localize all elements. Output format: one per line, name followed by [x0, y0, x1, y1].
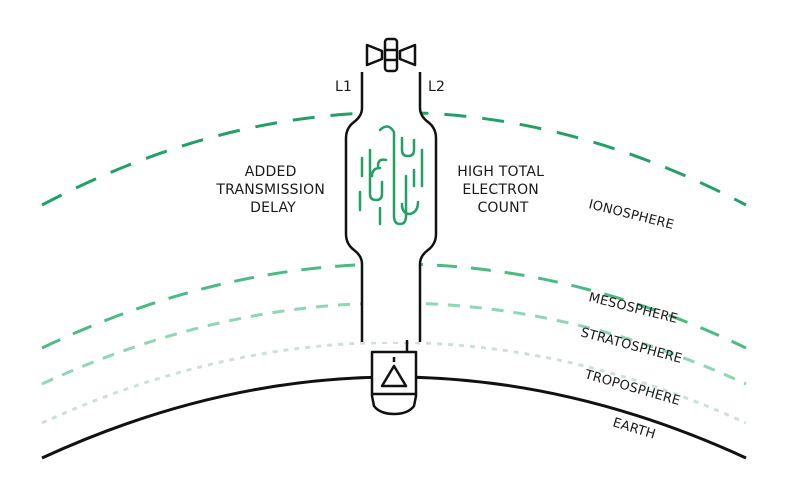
signal-path-right-edge — [418, 72, 438, 342]
mesosphere-arc — [41, 262, 747, 350]
label-l1: L1 — [335, 79, 352, 95]
label-l2: L2 — [428, 79, 445, 95]
layer-label-mesosphere: MESOSPHERE — [587, 290, 679, 327]
satellite-icon — [365, 37, 417, 73]
ionosphere-arc — [41, 111, 747, 207]
triangle-icon — [380, 364, 408, 388]
signal-path-left-edge — [344, 72, 364, 342]
gps-receiver-icon — [370, 340, 418, 416]
annotation-electron-count: HIGH TOTAL ELECTRON COUNT — [457, 164, 549, 216]
layer-label-stratosphere: STRATOSPHERE — [579, 325, 684, 367]
layer-label-ionosphere: IONOSPHERE — [587, 197, 675, 233]
troposphere-arc — [41, 341, 747, 425]
stratosphere-arc — [41, 301, 747, 386]
annotation-added-delay: ADDED TRANSMISSION DELAY — [215, 164, 329, 216]
electron-density-icon — [358, 125, 424, 226]
